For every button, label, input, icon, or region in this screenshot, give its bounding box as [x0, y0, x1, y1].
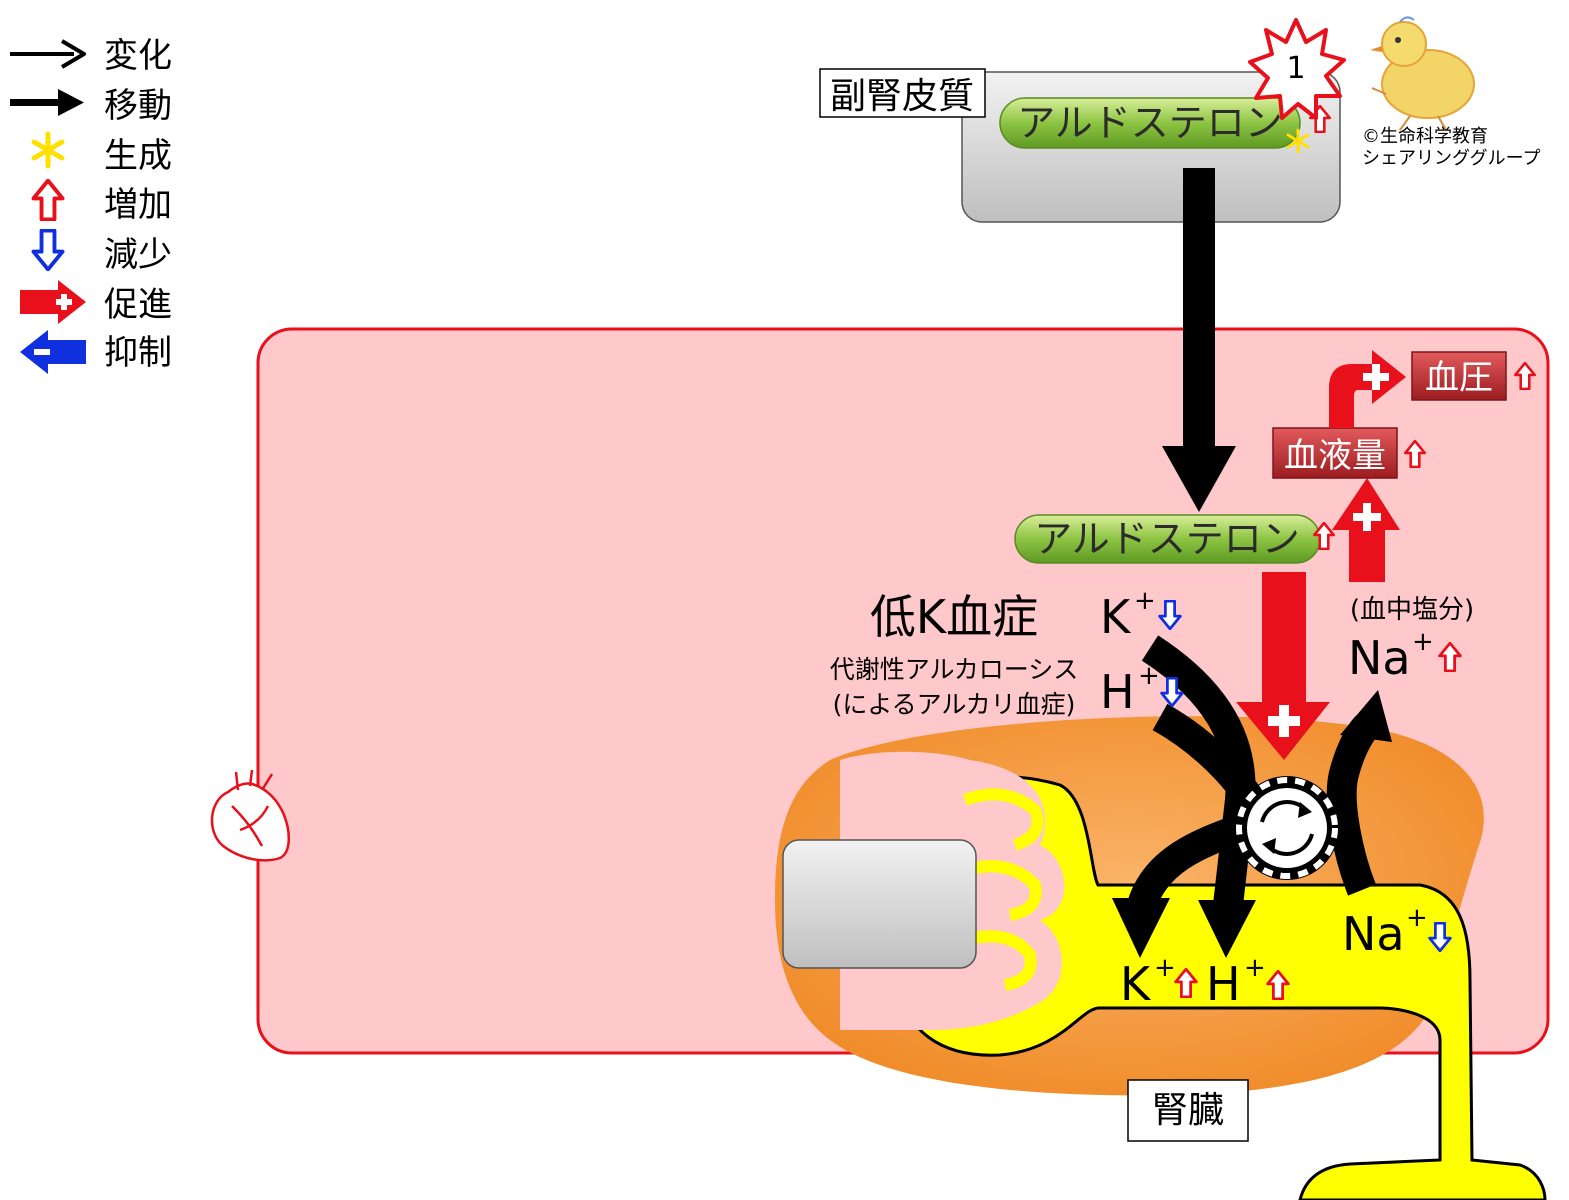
adrenal-label: 副腎皮質 — [830, 76, 974, 117]
legend-label-change: 変化 — [104, 36, 172, 76]
heart-icon — [210, 769, 290, 862]
legend: 変化 移動 生成 増加 減少 促進 抑制 — [10, 36, 172, 374]
ion-h-urine-symbol: H — [1206, 957, 1241, 1011]
aldosterone-pill-top — [999, 97, 1301, 149]
thick-arrow-right-icon — [10, 89, 84, 116]
legend-label-move: 移動 — [104, 86, 172, 126]
number-badge: 1 — [1248, 18, 1346, 120]
legend-label-increase: 増加 — [104, 185, 172, 225]
promotion-arrow-to-pump — [1236, 572, 1330, 760]
legend-label-generate: 生成 — [104, 136, 172, 176]
blood-vessel-box — [782, 839, 977, 969]
ion-exchange-pump — [1235, 776, 1339, 880]
asterisk-icon — [31, 131, 65, 169]
ion-h-blood-symbol: H — [1100, 665, 1135, 719]
arrowhead-k-down — [1198, 900, 1256, 958]
kidney-label: 腎臓 — [1152, 1090, 1224, 1131]
ion-h-urine-charge: + — [1244, 953, 1266, 983]
adrenal-label-box — [819, 68, 986, 118]
condition-sub1: 代謝性アルカローシス — [830, 655, 1079, 684]
blood-salt-label: (血中塩分) — [1350, 595, 1474, 625]
ion-k-blood: K + — [1100, 586, 1182, 644]
ion-na-urine: Na + — [1342, 903, 1452, 961]
ion-na-blood-symbol: Na — [1348, 631, 1411, 685]
chick-logo — [1370, 16, 1475, 131]
condition-sub2: (によるアルカリ血症) — [833, 690, 1076, 719]
ion-h-blood: H + — [1100, 661, 1184, 719]
ion-na-blood-charge: + — [1412, 627, 1434, 657]
promotion-arrow-to-volume — [1332, 478, 1400, 582]
promote-arrow-icon — [20, 280, 86, 324]
ion-k-urine: K + — [1120, 953, 1198, 1011]
legend-label-inhibit: 抑制 — [104, 333, 172, 373]
up-arrow-outline-icon — [33, 181, 62, 220]
arrowhead-h-down — [1112, 898, 1170, 958]
ion-h-blood-charge: + — [1138, 661, 1160, 691]
blood-pressure-label: 血圧 — [1425, 358, 1493, 398]
ion-na-blood: Na + — [1348, 627, 1462, 685]
copyright-line1: ©生命科学教育 — [1362, 126, 1488, 147]
legend-label-decrease: 減少 — [104, 235, 172, 275]
arrowhead-na-up — [1340, 690, 1392, 742]
blood-volume-label: 血液量 — [1284, 436, 1386, 476]
aldosterone-label-kidney: アルドステロン — [1034, 517, 1300, 561]
copyright-line2: シェアリンググループ — [1362, 148, 1541, 169]
condition-title: 低K血症 — [870, 590, 1038, 644]
blood-pressure-box — [1411, 351, 1507, 401]
legend-label-promote: 促進 — [104, 285, 172, 325]
asterisk-icon — [1286, 128, 1310, 154]
ion-k-blood-symbol: K — [1100, 590, 1132, 644]
aldosterone-label-top: アルドステロン — [1017, 101, 1283, 145]
promotion-arrow-to-pressure — [1329, 350, 1406, 428]
thin-arrow-right-icon — [10, 39, 86, 69]
badge-number: 1 — [1286, 51, 1305, 86]
kidney-label-box — [1127, 1079, 1249, 1142]
ion-k-urine-charge: + — [1154, 953, 1176, 983]
ion-h-urine: H + — [1206, 953, 1290, 1011]
ion-k-blood-charge: + — [1134, 586, 1156, 616]
ion-na-urine-symbol: Na — [1342, 907, 1405, 961]
ion-na-urine-charge: + — [1406, 903, 1428, 933]
inhibit-arrow-icon — [20, 330, 86, 374]
hormone-transport-arrow — [1162, 168, 1236, 512]
down-arrow-outline-icon — [33, 231, 62, 270]
blood-volume-box — [1272, 427, 1398, 479]
ion-k-urine-symbol: K — [1120, 957, 1152, 1011]
